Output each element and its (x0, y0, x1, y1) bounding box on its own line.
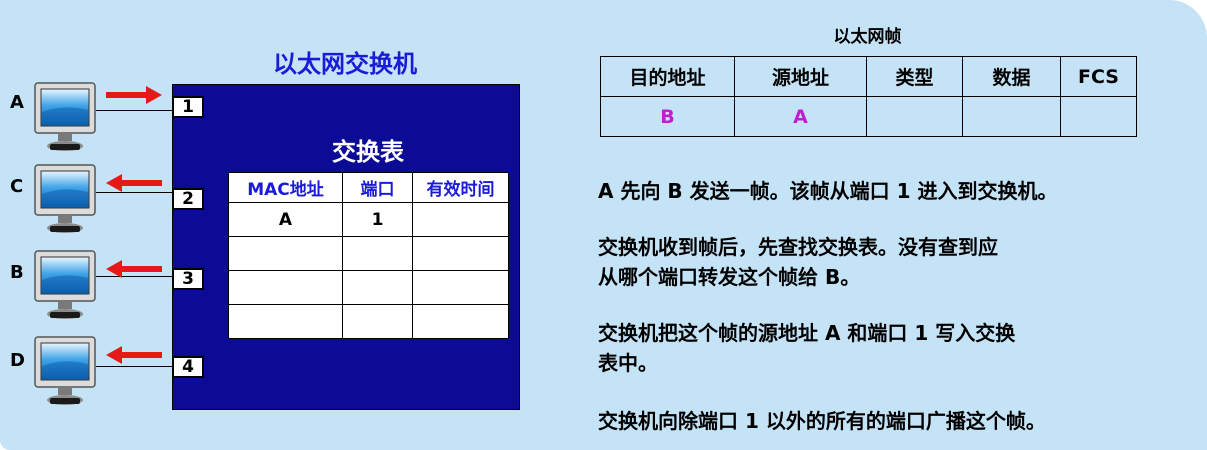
mac-cell (342, 270, 413, 305)
step-text-3b: 表中。 (598, 351, 658, 375)
step-text-4: 交换机向除端口 1 以外的所有的端口广播这个帧。 (598, 409, 1046, 433)
link-d (96, 366, 172, 367)
computer-d-icon (34, 336, 96, 408)
computer-a-icon (34, 82, 96, 154)
switch-title: 以太网交换机 (273, 50, 417, 78)
frame-header-dest: 目的地址 (600, 56, 735, 97)
link-b (96, 276, 172, 277)
mac-table-header-row: MAC地址 端口 有效时间 (228, 172, 509, 203)
mac-table: MAC地址 端口 有效时间 A 1 (228, 172, 509, 339)
step-text-2b: 从哪个端口转发这个帧给 B。 (598, 265, 861, 289)
frame-header-type: 类型 (866, 56, 963, 97)
mac-cell (412, 304, 509, 339)
frame-header-fcs: FCS (1060, 56, 1137, 97)
frame-header-row: 目的地址 源地址 类型 数据 FCS (600, 56, 1137, 97)
mac-cell (342, 304, 413, 339)
mac-table-row (228, 236, 509, 271)
frame-header-data: 数据 (962, 56, 1061, 97)
host-label-c: C (10, 176, 24, 197)
mac-cell (228, 270, 343, 305)
mac-cell (342, 236, 413, 271)
host-label-a: A (10, 92, 24, 113)
mac-header-address: MAC地址 (228, 172, 343, 203)
mac-cell (412, 202, 509, 237)
arrow-left-icon (106, 260, 162, 278)
mac-header-port: 端口 (342, 172, 413, 203)
mac-cell (412, 270, 509, 305)
computer-b-icon (34, 250, 96, 322)
frame-src-value: A (734, 96, 867, 137)
step-text-2a: 交换机收到帧后，先查找交换表。没有查到应 (598, 235, 998, 259)
arrow-right-icon (106, 86, 162, 104)
frame-title: 以太网帧 (833, 27, 902, 47)
mac-cell: 1 (342, 202, 413, 237)
port-2: 2 (172, 188, 204, 210)
host-label-d: D (10, 350, 25, 371)
host-label-b: B (10, 262, 24, 283)
frame-header-src: 源地址 (734, 56, 867, 97)
link-c (96, 192, 172, 193)
mac-header-ttl: 有效时间 (412, 172, 509, 203)
step-text-1: A 先向 B 发送一帧。该帧从端口 1 进入到交换机。 (598, 179, 1058, 203)
step-text-3a: 交换机把这个帧的源地址 A 和端口 1 写入交换 (598, 321, 1016, 345)
mac-table-row: A 1 (228, 202, 509, 237)
mac-table-row (228, 304, 509, 339)
port-1: 1 (172, 96, 204, 118)
computer-c-icon (34, 164, 96, 236)
arrow-left-icon (106, 346, 162, 364)
mac-cell (412, 236, 509, 271)
frame-data-value (962, 96, 1061, 137)
frame-fcs-value (1060, 96, 1137, 137)
frame-value-row: B A (600, 96, 1137, 137)
mac-cell (228, 304, 343, 339)
frame-dest-value: B (600, 96, 735, 137)
frame-type-value (866, 96, 963, 137)
port-4: 4 (172, 356, 204, 378)
port-3: 3 (172, 268, 204, 290)
link-a (96, 110, 172, 111)
mac-table-row (228, 270, 509, 305)
mac-table-title: 交换表 (332, 138, 404, 166)
mac-cell: A (228, 202, 343, 237)
arrow-left-icon (106, 174, 162, 192)
ethernet-frame-table: 目的地址 源地址 类型 数据 FCS B A (600, 56, 1137, 137)
mac-cell (228, 236, 343, 271)
